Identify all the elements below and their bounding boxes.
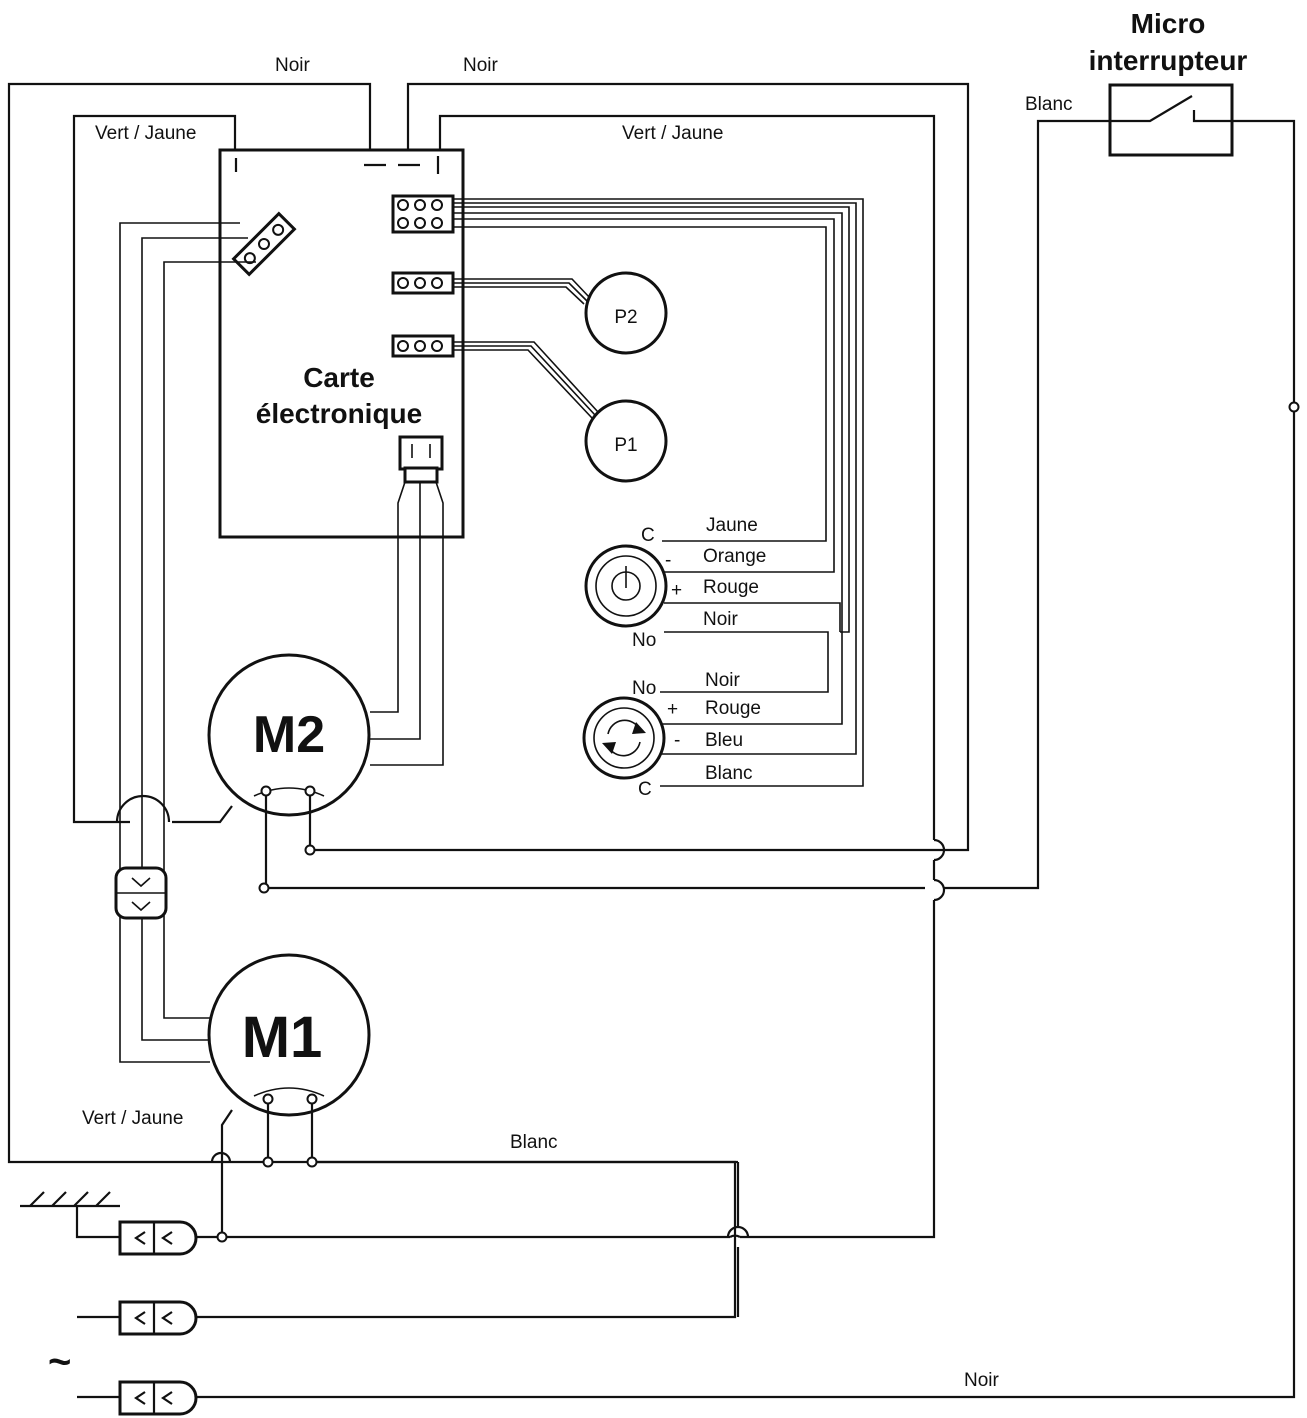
connector-m2 [398, 435, 444, 484]
label-noir-left: Noir [275, 55, 311, 76]
rotate-button: No + - C Noir Rouge Bleu Blanc [582, 670, 761, 800]
power-wire-jaune: Jaune [706, 515, 758, 536]
rail-node [1288, 401, 1300, 413]
outer-wires [7, 82, 1296, 1399]
plug-live [118, 1380, 198, 1416]
rotate-pin-c: C [638, 779, 652, 800]
switch-label-line1: Micro [1131, 8, 1206, 39]
power-pin-minus: - [665, 550, 671, 571]
p1-label: P1 [614, 435, 637, 456]
button-harness [453, 198, 864, 787]
power-wire-noir: Noir [703, 609, 739, 630]
rotate-pin-minus: - [674, 730, 680, 751]
connector-p1 [391, 334, 455, 358]
wire-labels: Noir Noir Vert / Jaune Vert / Jaune Blan… [82, 55, 1073, 1391]
switch-label-line2: interrupteur [1089, 45, 1248, 76]
rotate-wire-bleu: Bleu [705, 730, 743, 751]
connector-six [391, 194, 455, 234]
label-noir-bottom: Noir [964, 1370, 1000, 1391]
rotate-wire-noir: Noir [705, 670, 741, 691]
label-blanc-bottom: Blanc [510, 1132, 558, 1153]
pot-p1: P1 [584, 399, 668, 483]
label-vert-jaune-m1: Vert / Jaune [82, 1108, 183, 1129]
motor-m2: M2 [207, 481, 444, 894]
rotate-pin-no: No [632, 678, 656, 699]
connector-p2 [391, 271, 455, 295]
mains-input: ~ [20, 1191, 228, 1416]
m2-label: M2 [253, 706, 325, 764]
plug-earth [118, 1220, 198, 1256]
board-label-line1: Carte [303, 362, 375, 393]
rotate-pin-plus: + [667, 699, 678, 720]
micro-switch: Micro interrupteur [1089, 8, 1248, 157]
power-button: C - + No Jaune Orange Rouge Noir [584, 515, 766, 651]
ac-symbol: ~ [48, 1340, 71, 1384]
pot-p2: P2 [584, 271, 668, 355]
crossovers [726, 838, 946, 1317]
connector-motor [231, 211, 297, 277]
power-wire-rouge: Rouge [703, 577, 759, 598]
m1-label: M1 [242, 1005, 323, 1070]
label-blanc-switch: Blanc [1025, 94, 1073, 115]
electronic-board: Carte électronique [218, 148, 465, 539]
p2-label: P2 [614, 307, 637, 328]
motor-m1: M1 [114, 222, 371, 1168]
label-vert-jaune-left: Vert / Jaune [95, 123, 196, 144]
plug-neutral [118, 1300, 198, 1336]
power-pin-no: No [632, 630, 656, 651]
board-label-line2: électronique [256, 398, 422, 429]
power-pin-plus: + [671, 580, 682, 601]
label-vert-jaune-right: Vert / Jaune [622, 123, 723, 144]
power-pin-c: C [641, 525, 655, 546]
power-wire-orange: Orange [703, 546, 766, 567]
rotate-wire-blanc: Blanc [705, 763, 753, 784]
rotate-wire-rouge: Rouge [705, 698, 761, 719]
label-noir-right: Noir [463, 55, 499, 76]
